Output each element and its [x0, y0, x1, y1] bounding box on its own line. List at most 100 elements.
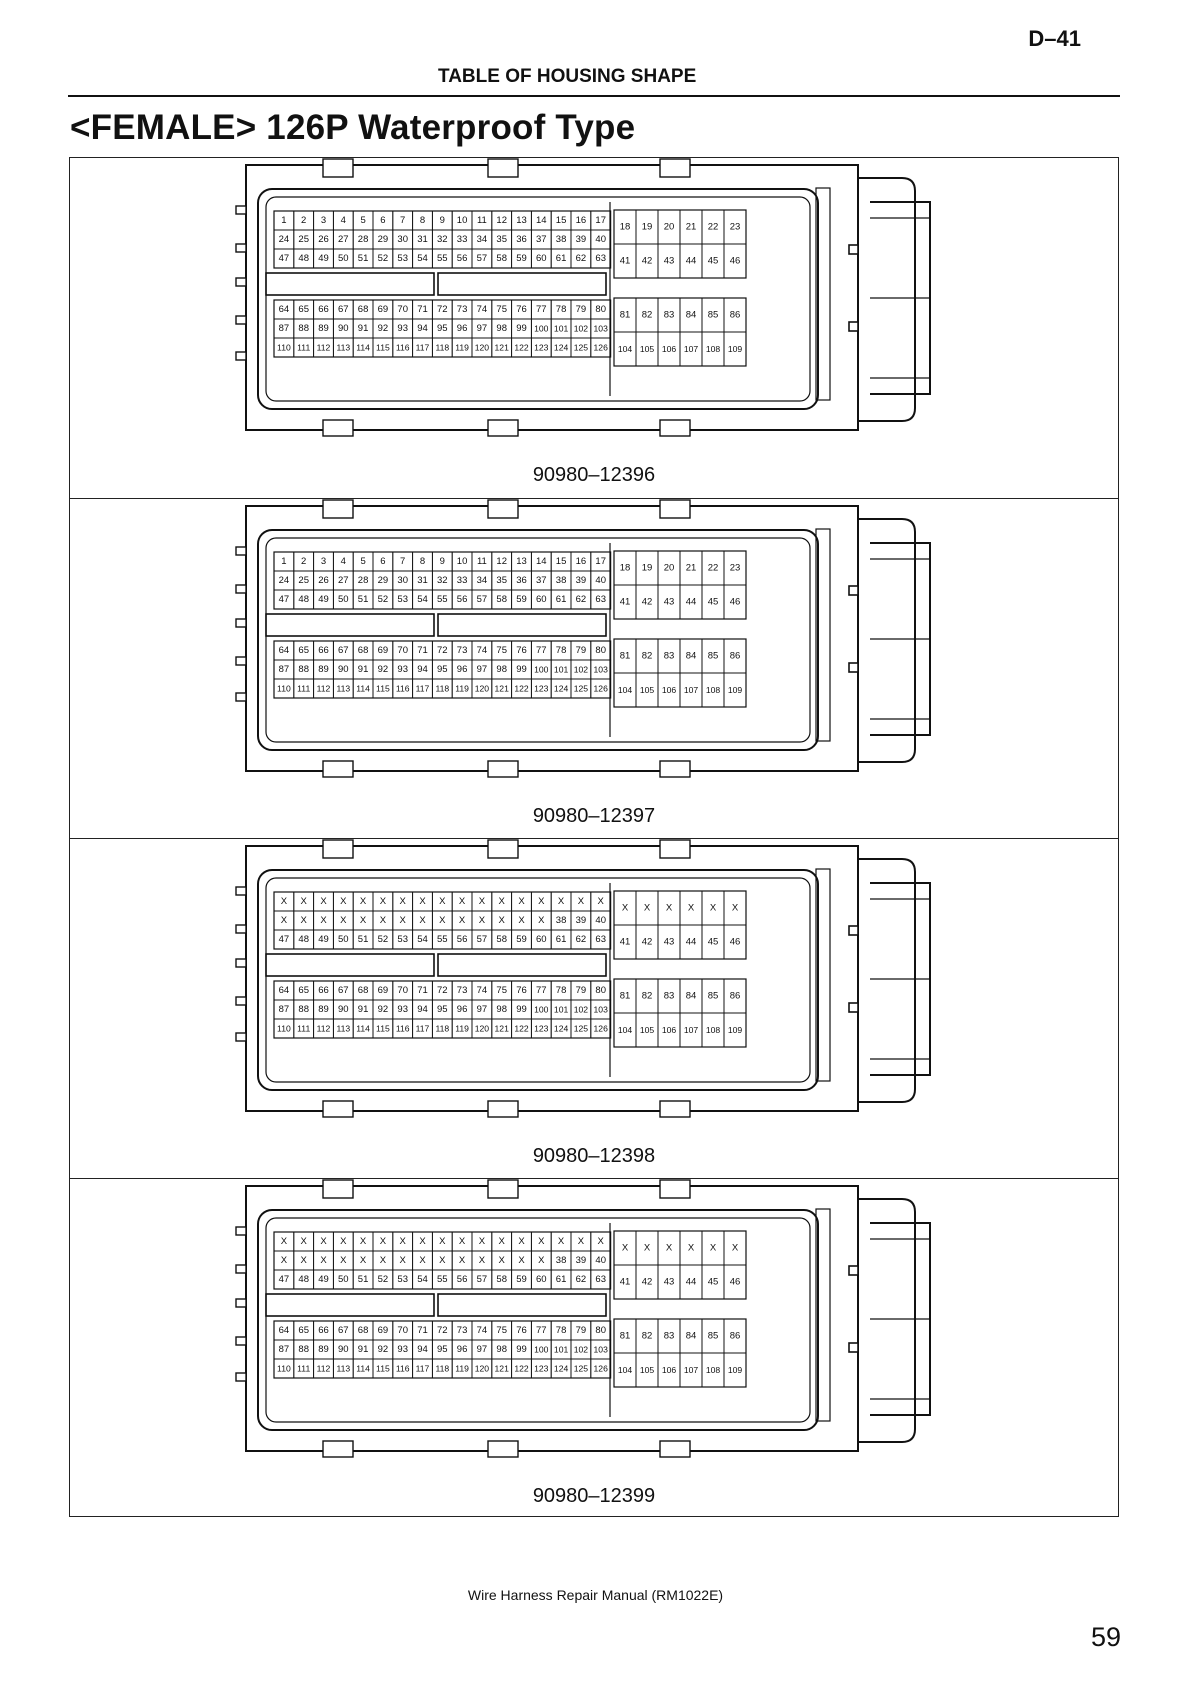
pin-label: X [644, 1243, 651, 1254]
pin-label: 70 [397, 304, 408, 315]
side-rib [235, 351, 247, 361]
bottom-notch [487, 760, 519, 778]
pin-label: 42 [642, 937, 653, 948]
pin-label: X [360, 1255, 367, 1266]
pin-label: 83 [664, 310, 675, 321]
top-notch [322, 158, 354, 178]
pin-label: 44 [686, 597, 697, 608]
pin-label: X [439, 896, 446, 907]
pin-label: 32 [437, 575, 448, 586]
pin-label: 121 [495, 343, 510, 353]
pin-label: 87 [279, 1344, 290, 1355]
top-notch [322, 839, 354, 859]
pin-label: 67 [338, 645, 349, 656]
pin-label: 118 [435, 684, 449, 694]
pin-label: 42 [642, 597, 653, 608]
pin-label: 89 [318, 323, 329, 334]
pin-label: 58 [496, 1274, 507, 1285]
pin-label: 36 [516, 575, 527, 586]
pin-label: 41 [620, 937, 631, 948]
pin-label: 83 [664, 651, 675, 662]
pin-label: 14 [536, 215, 547, 226]
part-number: 90980–12399 [532, 1485, 656, 1507]
lock-hole [848, 585, 859, 596]
pin-label: 95 [437, 323, 448, 334]
pin-label: 60 [536, 1274, 547, 1285]
pin-label: 40 [595, 915, 606, 926]
pin-label: 51 [358, 934, 369, 945]
pin-label: 124 [554, 684, 569, 694]
pin-label: 91 [358, 664, 369, 675]
pin-label: 100 [534, 324, 549, 334]
seal-strip [815, 1208, 831, 1422]
pin-label: 123 [534, 343, 549, 353]
pin-label: 111 [297, 1024, 310, 1034]
pin-label: 26 [318, 575, 329, 586]
pin-label: 91 [358, 1344, 369, 1355]
pin-label: 28 [358, 575, 369, 586]
lock-hole [848, 1002, 859, 1013]
pin-label: 82 [642, 651, 653, 662]
pin-label: 50 [338, 934, 349, 945]
pin-label: X [281, 1236, 288, 1247]
pin-label: 72 [437, 985, 448, 996]
pin-label: 113 [336, 343, 350, 353]
pin-label: 93 [397, 1004, 408, 1015]
pin-label: 101 [554, 324, 569, 334]
pin-label: 53 [397, 1274, 408, 1285]
pin-label: X [360, 896, 367, 907]
pin-label: 28 [358, 234, 369, 245]
lock-hole [848, 1342, 859, 1353]
pin-label: 116 [396, 1024, 410, 1034]
pin-label: 21 [686, 563, 697, 574]
pin-label: 119 [455, 684, 469, 694]
pin-label: 99 [516, 1344, 527, 1355]
pin-label: 115 [376, 343, 390, 353]
housing-frame-inner [265, 877, 811, 1083]
pin-label: 87 [279, 664, 290, 675]
pin-label: 9 [440, 556, 445, 567]
pin-label: 86 [730, 1331, 741, 1342]
pin-label: X [644, 903, 651, 914]
pin-label: 82 [642, 1331, 653, 1342]
pin-label: 46 [730, 597, 741, 608]
pin-label: X [380, 915, 387, 926]
pin-label: 76 [516, 985, 527, 996]
pin-label: 113 [336, 684, 350, 694]
pin-label: 98 [496, 323, 507, 334]
pin-label: 33 [457, 575, 468, 586]
pin-label: 34 [477, 575, 488, 586]
pin-label: 66 [318, 1325, 329, 1336]
pin-label: 39 [576, 1255, 587, 1266]
pin-label: 43 [664, 937, 675, 948]
pin-label: 106 [662, 1365, 677, 1375]
pin-label: 62 [576, 1274, 587, 1285]
bottom-notch [659, 1440, 691, 1458]
pin-label: 72 [437, 645, 448, 656]
pin-label: 104 [618, 1025, 633, 1035]
bottom-notch [322, 760, 354, 778]
pin-label: 100 [534, 1005, 549, 1015]
pin-label: 115 [376, 684, 390, 694]
bottom-notch [487, 1440, 519, 1458]
pin-label: 96 [457, 664, 468, 675]
pin-label: 123 [534, 684, 549, 694]
latch-arm [858, 177, 916, 422]
pin-label: 60 [536, 253, 547, 264]
pin-label: 119 [455, 1364, 469, 1374]
housing-frame [257, 188, 819, 410]
pin-label: X [558, 896, 565, 907]
pin-cell [723, 1012, 747, 1048]
pin-label: 47 [279, 1274, 290, 1285]
pin-label: 117 [416, 1024, 430, 1034]
pin-label: 73 [457, 985, 468, 996]
pin-label: 95 [437, 664, 448, 675]
pin-label: 24 [279, 575, 290, 586]
pin-label: 15 [556, 215, 567, 226]
pin-label: X [281, 915, 288, 926]
pin-label: 126 [594, 1024, 609, 1034]
pin-label: 95 [437, 1344, 448, 1355]
pin-label: 59 [516, 594, 527, 605]
pin-label: X [439, 1255, 446, 1266]
